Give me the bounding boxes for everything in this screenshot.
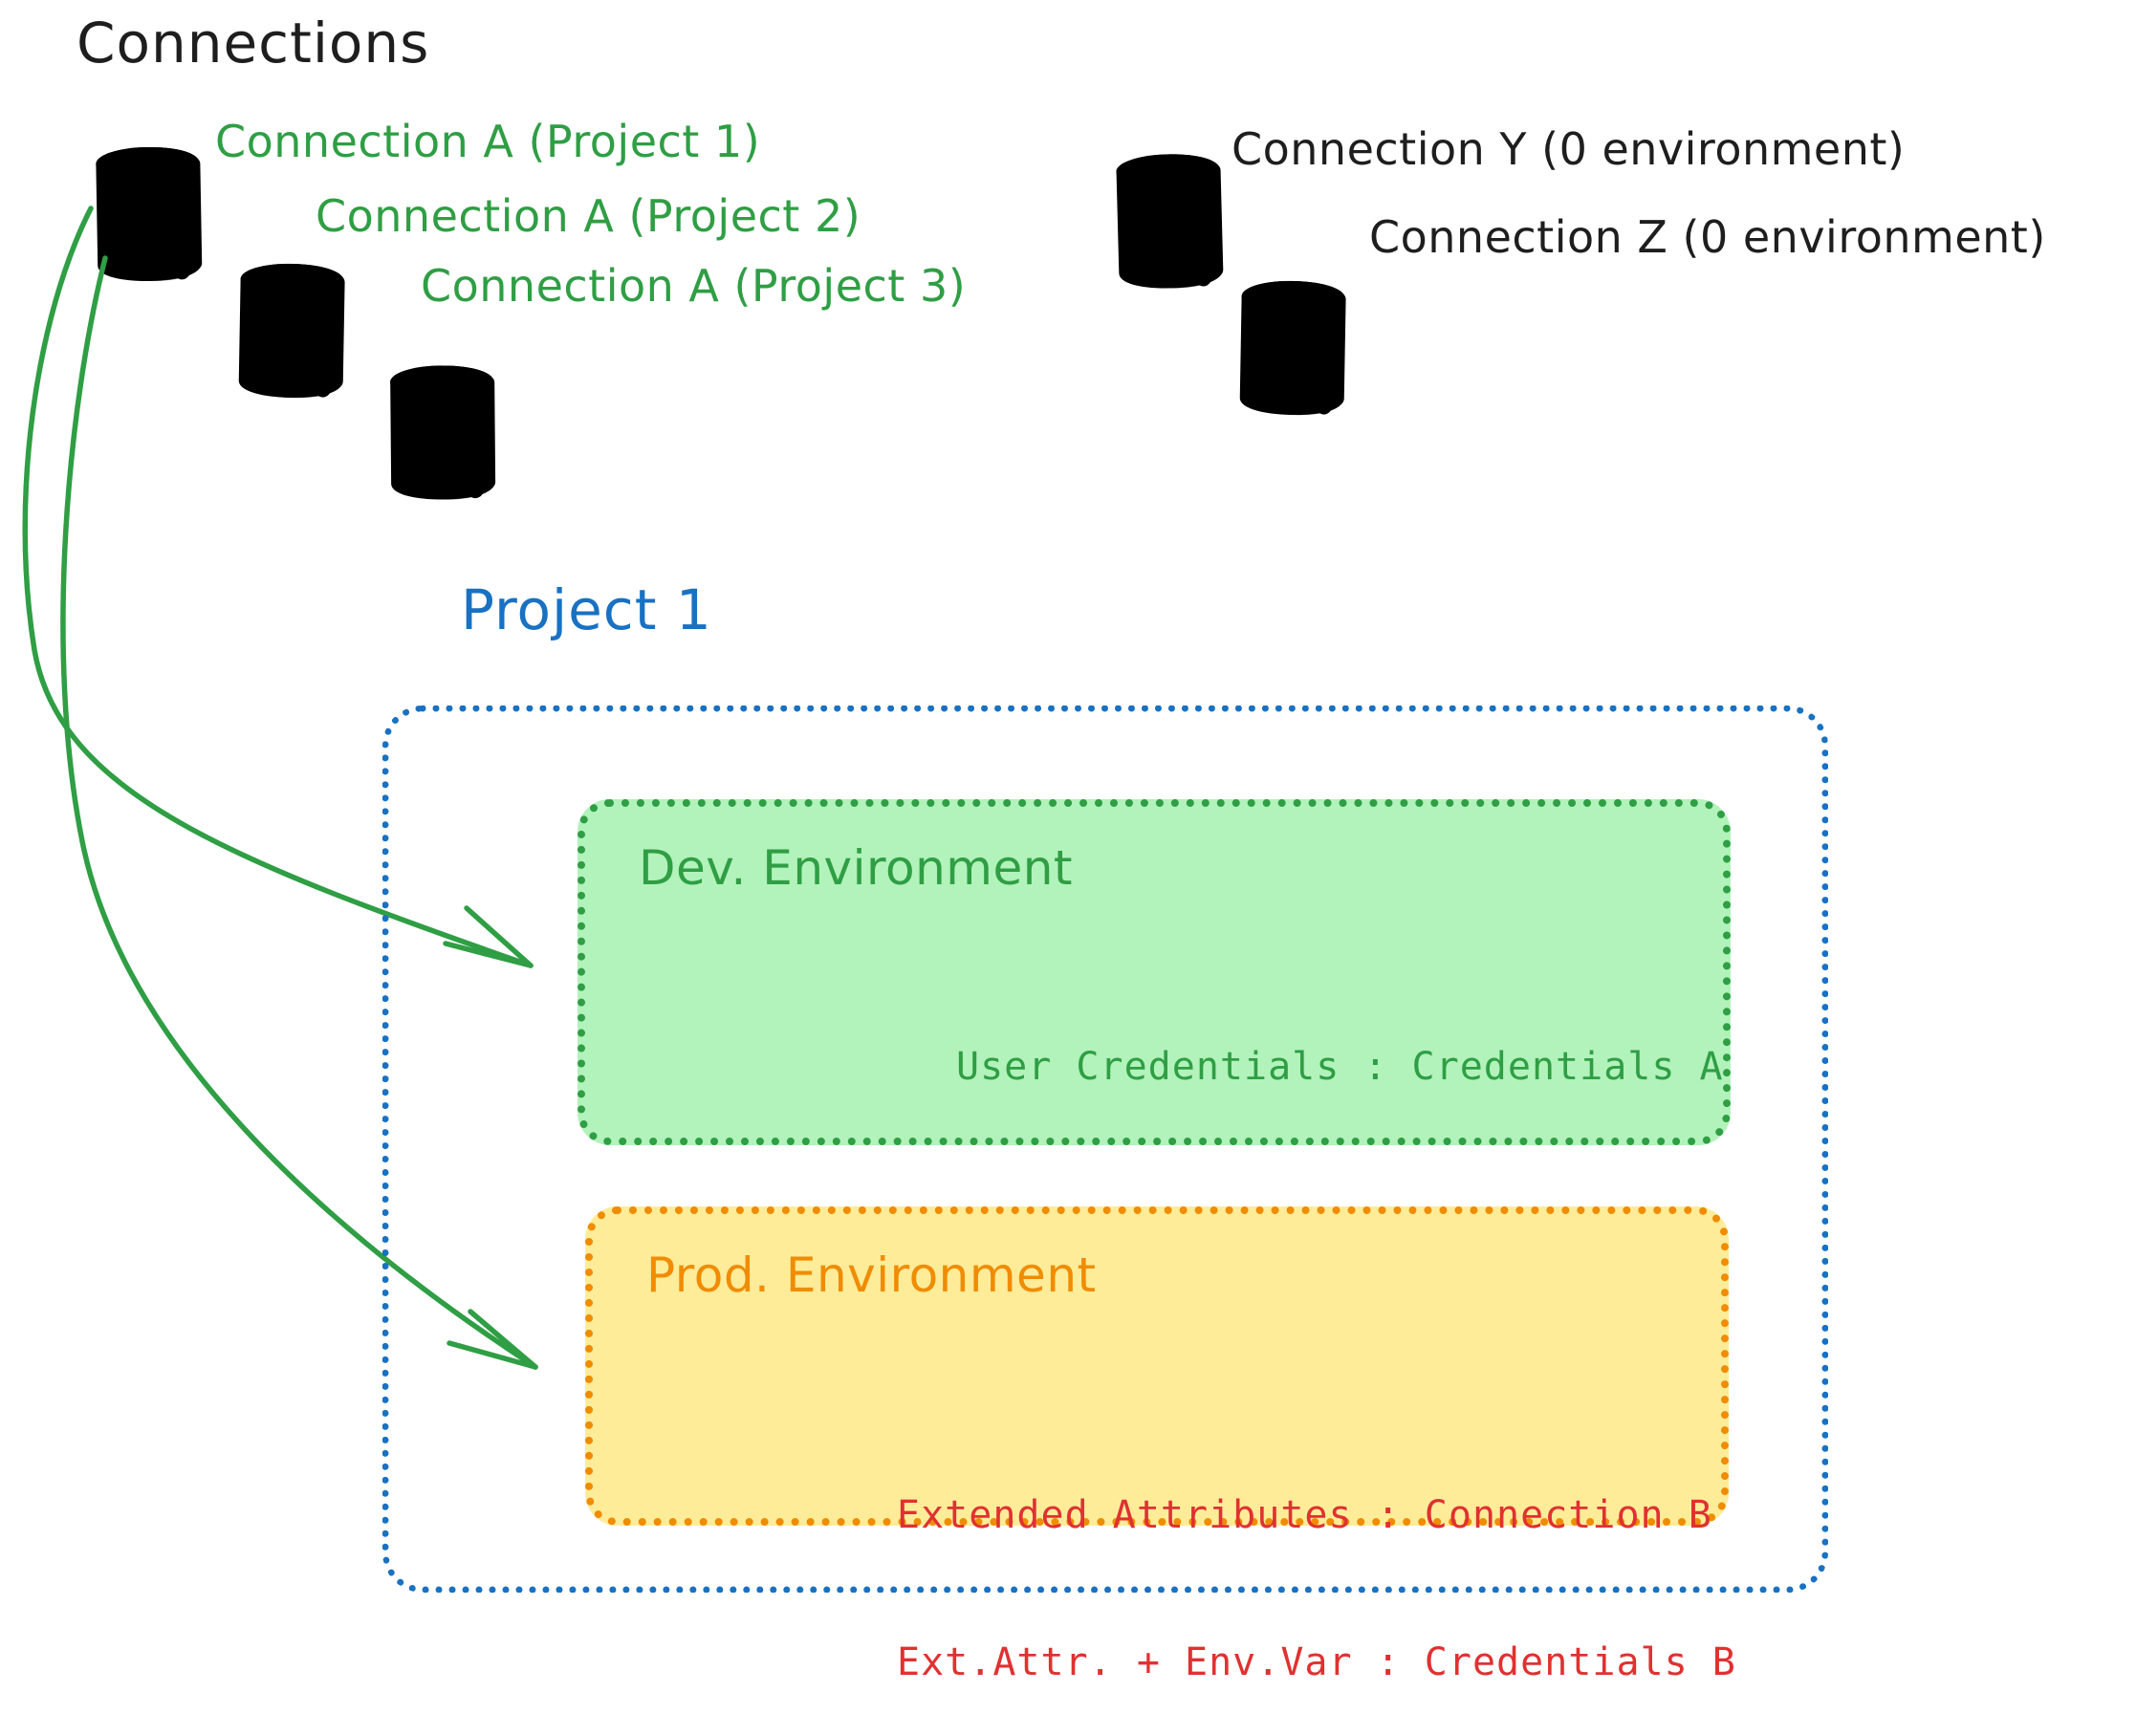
database-icon-connection-z <box>1239 279 1346 417</box>
connection-label-a-project-2: Connection A (Project 2) <box>316 190 861 242</box>
arrow-connection-a-to-prod-environment <box>60 255 538 1370</box>
dev-environment-credentials-line: User Credentials : Credentials A <box>956 1045 1724 1089</box>
diagram-canvas: .db-green .db-fill { fill: #b2f2bb; } .d… <box>22 145 1346 1370</box>
arrow-connection-a-to-dev-environment <box>22 206 534 968</box>
project-container <box>382 705 1828 1593</box>
prod-environment-line-1: Extended Attributes : Connection B <box>897 1493 1712 1538</box>
project-title: Project 1 <box>461 577 712 642</box>
prod-environment-box <box>585 1206 1729 1526</box>
database-icon-connection-a-project-3 <box>390 364 496 501</box>
prod-environment-lines: Extended Attributes : Connection B Ext.A… <box>897 1394 1736 1736</box>
database-icon-connection-a-project-2 <box>238 262 345 400</box>
database-icon-connection-a-project-1 <box>96 145 203 283</box>
connection-label-y: Connection Y (0 environment) <box>1231 123 1906 175</box>
prod-environment-line-2: Ext.Attr. + Env.Var : Credentials B <box>897 1639 1736 1684</box>
page-title: Connections <box>76 11 430 76</box>
connection-label-a-project-3: Connection A (Project 3) <box>421 260 967 312</box>
connection-label-z: Connection Z (0 environment) <box>1369 211 2046 263</box>
dev-environment-box <box>578 799 1731 1145</box>
database-icon-connection-y <box>1116 152 1224 290</box>
prod-environment-heading: Prod. Environment <box>646 1248 1097 1303</box>
dev-environment-heading: Dev. Environment <box>639 840 1074 896</box>
connection-label-a-project-1: Connection A (Project 1) <box>215 116 761 167</box>
